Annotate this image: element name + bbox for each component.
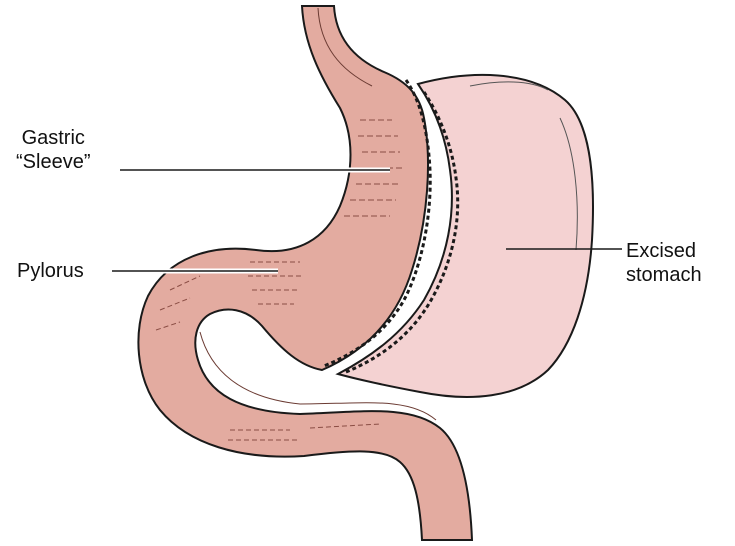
- label-gastric-sleeve-line2: “Sleeve”: [16, 150, 90, 174]
- label-excised-stomach: Excised stomach: [626, 239, 702, 287]
- label-gastric-sleeve-line1: Gastric: [16, 126, 90, 150]
- label-excised-stomach-line1: Excised: [626, 239, 702, 263]
- label-excised-stomach-line2: stomach: [626, 263, 702, 287]
- label-gastric-sleeve: Gastric “Sleeve”: [16, 126, 90, 174]
- label-pylorus: Pylorus: [17, 259, 84, 283]
